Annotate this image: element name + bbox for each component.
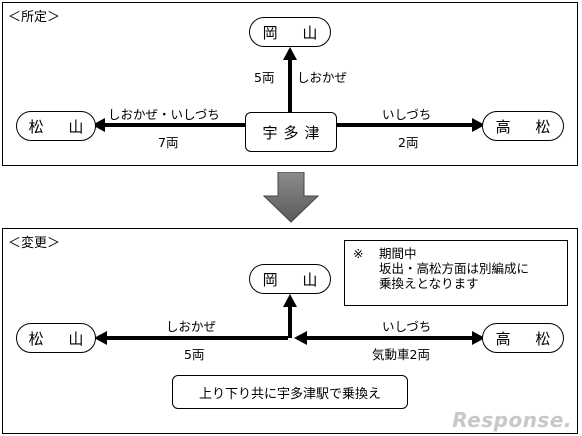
top-left-name: しおかぜ・いしづち: [108, 107, 220, 122]
bottom-left-cars: 5両: [184, 347, 205, 362]
changed-schedule-title: ＜変更＞: [8, 236, 61, 251]
top-station-matsuyama: 松 山: [16, 111, 96, 141]
top-station-okayama: 岡 山: [249, 17, 331, 47]
current-schedule-title: ＜所定＞: [8, 10, 61, 25]
top-right-cars: 2両: [398, 135, 419, 150]
top-right-name: いしづち: [382, 107, 432, 122]
top-right-arrowhead: [472, 118, 485, 132]
bottom-station-matsuyama: 松 山: [16, 323, 96, 353]
bottom-right-name: いしづち: [382, 319, 432, 334]
top-up-name: しおかぜ: [297, 70, 348, 85]
notice-box: ※ 期間中 坂出・高松方面は別編成に 乗換えとなります: [344, 240, 568, 306]
top-left-cars: 7両: [158, 135, 179, 150]
top-hub-utazu: 宇多津: [245, 112, 337, 152]
top-station-takamatsu: 高 松: [482, 111, 564, 141]
transfer-message: 上り下り共に宇多津駅で乗換え: [172, 375, 408, 409]
bottom-left-name: しおかぜ: [166, 319, 217, 334]
top-up-cars: 5両: [254, 70, 275, 85]
notice-mark: ※: [353, 246, 364, 261]
top-up-arrowhead: [283, 47, 297, 60]
response-watermark: Response.: [452, 408, 572, 432]
bottom-station-okayama: 岡 山: [249, 264, 331, 294]
top-left-arrowhead: [92, 118, 105, 132]
notice-line-1: 期間中: [379, 246, 417, 261]
notice-line-3: 乗換えとなります: [379, 276, 479, 291]
bottom-station-takamatsu: 高 松: [482, 323, 564, 353]
bottom-right-cars: 気動車2両: [372, 347, 430, 362]
notice-line-2: 坂出・高松方面は別編成に: [379, 261, 530, 276]
change-arrow: [262, 172, 320, 223]
